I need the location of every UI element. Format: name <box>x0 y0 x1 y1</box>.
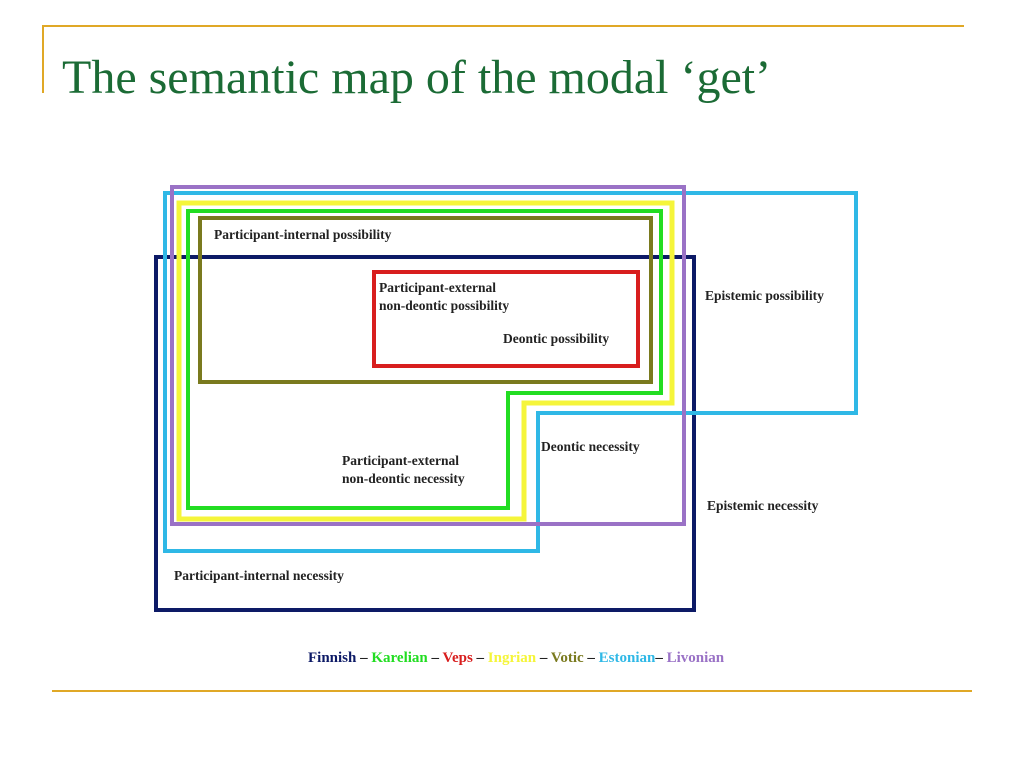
label-participant-internal-possibility: Participant-internal possibility <box>214 227 392 242</box>
label-deontic-necessity: Deontic necessity <box>541 439 640 454</box>
label-epistemic-necessity: Epistemic necessity <box>707 498 819 513</box>
legend-separator: – <box>360 650 368 666</box>
legend-separator: – <box>539 650 548 666</box>
label-participant-external-possibility-line2: non-deontic possibility <box>379 298 509 313</box>
votic-boundary <box>198 216 653 384</box>
legend-separator: – <box>655 650 663 666</box>
language-legend: Finnish – Karelian – Veps – Ingrian – Vo… <box>308 650 724 667</box>
legend-ingrian: Ingrian <box>487 650 537 666</box>
ingrian-boundary <box>176 200 675 522</box>
legend-separator: – <box>476 650 485 666</box>
legend-votic: Votic <box>550 650 584 666</box>
bottom-rule <box>52 690 972 692</box>
livonian-boundary <box>170 185 686 526</box>
slide-title: The semantic map of the modal ‘get’ <box>62 51 772 104</box>
karelian-boundary <box>186 209 663 510</box>
label-participant-external-necessity-line2: non-deontic necessity <box>342 471 465 486</box>
label-participant-external-possibility-line1: Participant-external <box>379 280 496 295</box>
veps-boundary <box>372 270 640 368</box>
legend-separator: – <box>431 650 440 666</box>
legend-karelian: Karelian <box>371 650 428 666</box>
label-participant-external-necessity-line1: Participant-external <box>342 453 459 468</box>
left-rule <box>42 25 44 93</box>
legend-estonian: Estonian <box>598 650 656 666</box>
legend-separator: – <box>587 650 595 666</box>
finnish-boundary <box>154 255 696 612</box>
top-rule <box>42 25 964 27</box>
estonian-boundary <box>163 191 858 553</box>
label-participant-internal-necessity: Participant-internal necessity <box>174 568 344 583</box>
legend-livonian: Livonian <box>666 650 725 666</box>
legend-veps: Veps <box>442 650 473 666</box>
legend-finnish: Finnish <box>308 650 357 666</box>
label-epistemic-possibility: Epistemic possibility <box>705 288 824 303</box>
label-deontic-possibility: Deontic possibility <box>503 331 609 346</box>
